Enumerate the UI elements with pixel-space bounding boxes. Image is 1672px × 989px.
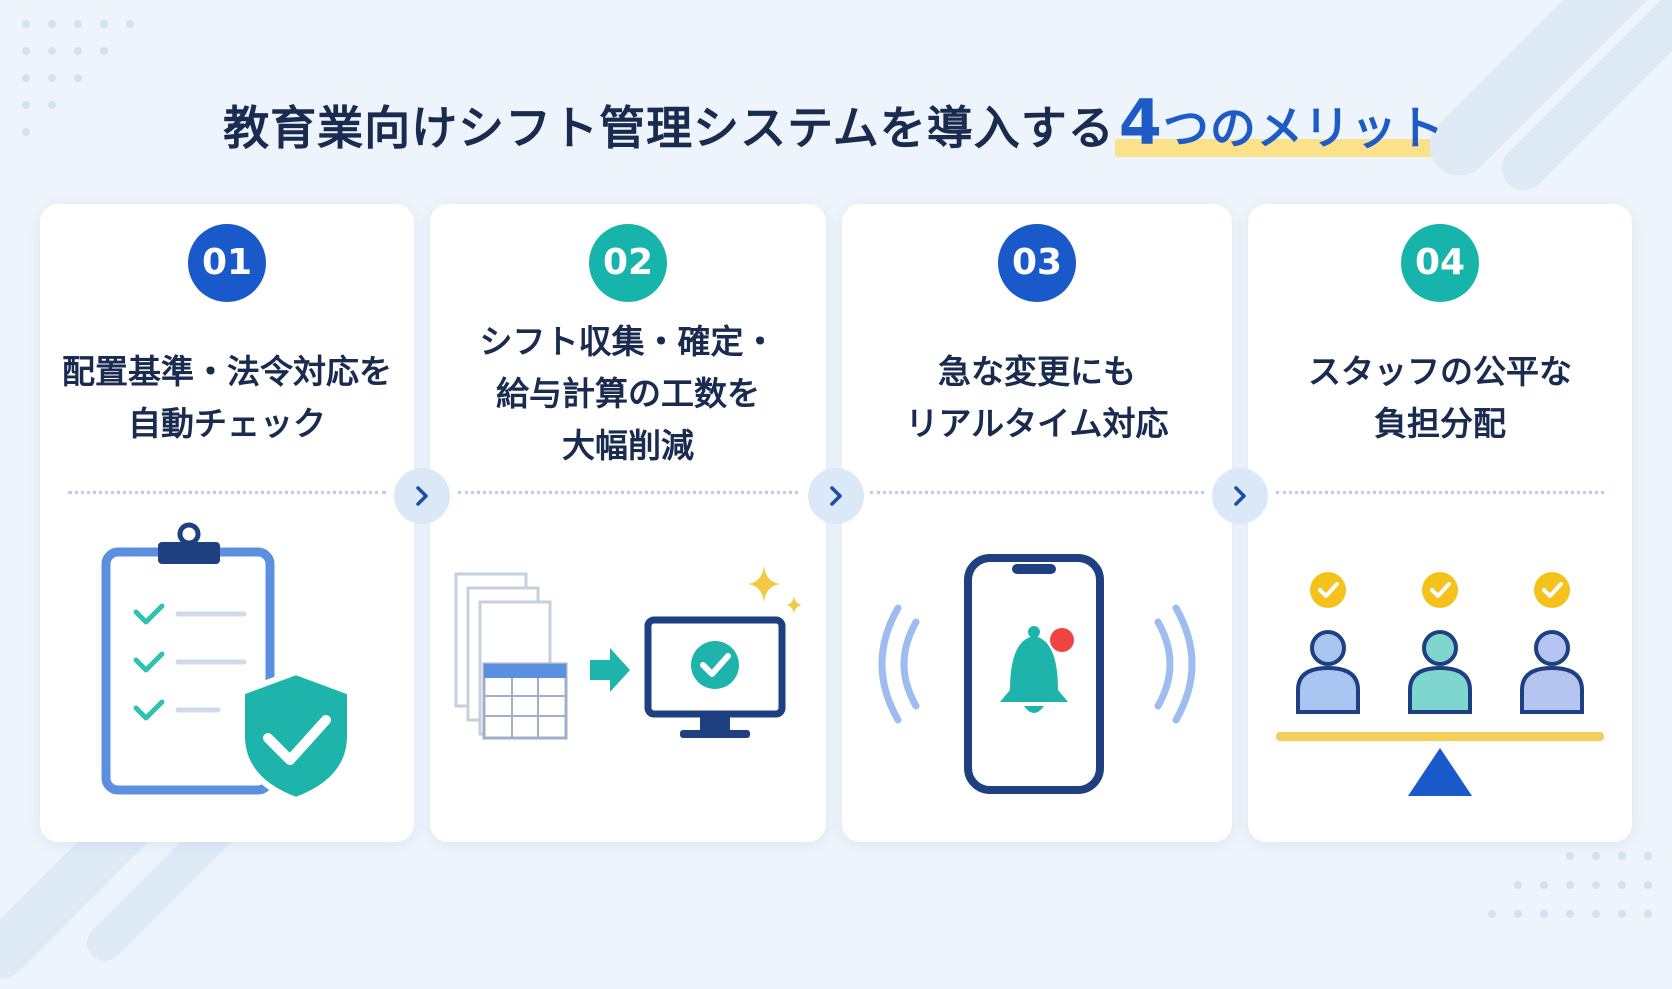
- chevron-right-icon: [416, 486, 428, 506]
- card-title-line: 急な変更にも: [937, 352, 1136, 391]
- chevron-right-icon: [1234, 486, 1246, 506]
- title-highlight-text: つのメリット: [1162, 101, 1445, 155]
- divider: [1276, 491, 1604, 494]
- divider: [870, 491, 1204, 494]
- card-title: スタッフの公平な負担分配: [1258, 328, 1622, 468]
- card-title-line: リアルタイム対応: [905, 404, 1169, 443]
- phone-notification-icon: [878, 554, 1196, 794]
- card-title: 配置基準・法令対応を自動チェック: [50, 328, 404, 468]
- card-title-line: 自動チェック: [128, 404, 326, 443]
- page-title: 教育業向けシフト管理システムを導入する4つのメリット: [0, 86, 1672, 159]
- step-arrow: [808, 468, 864, 524]
- card-title-line: 配置基準・法令対応を: [62, 352, 392, 391]
- merit-card-4: 04 スタッフの公平な負担分配: [1248, 204, 1632, 842]
- title-highlight: 4つのメリット: [1114, 86, 1450, 159]
- divider: [458, 491, 798, 494]
- merit-card-2: 02 シフト収集・確定・給与計算の工数を大幅削減: [430, 204, 826, 842]
- merit-card-1: 01 配置基準・法令対応を自動チェック: [40, 204, 414, 842]
- card-number-badge: 01: [188, 224, 266, 302]
- step-arrow: [1212, 468, 1268, 524]
- card-number-badge: 04: [1401, 224, 1479, 302]
- title-highlight-number: 4: [1118, 86, 1163, 159]
- documents-to-monitor-icon: [454, 566, 802, 740]
- card-number-badge: 02: [589, 224, 667, 302]
- chevron-right-icon: [830, 486, 842, 506]
- card-title-line: スタッフの公平な: [1308, 352, 1572, 391]
- card-title-line: 給与計算の工数を: [496, 374, 760, 413]
- step-arrow: [394, 468, 450, 524]
- card-title: 急な変更にもリアルタイム対応: [852, 328, 1222, 468]
- merit-card-3: 03 急な変更にもリアルタイム対応: [842, 204, 1232, 842]
- card-title-line: 負担分配: [1374, 404, 1506, 443]
- title-main: 教育業向けシフト管理システムを導入する: [223, 101, 1115, 155]
- clipboard-shield-icon: [101, 522, 353, 804]
- divider: [68, 491, 386, 494]
- balanced-staff-icon: [1276, 572, 1604, 796]
- card-title: シフト収集・確定・給与計算の工数を大幅削減: [440, 314, 816, 474]
- card-title-line: 大幅削減: [562, 426, 694, 465]
- card-title-line: シフト収集・確定・: [479, 322, 777, 361]
- card-number-badge: 03: [998, 224, 1076, 302]
